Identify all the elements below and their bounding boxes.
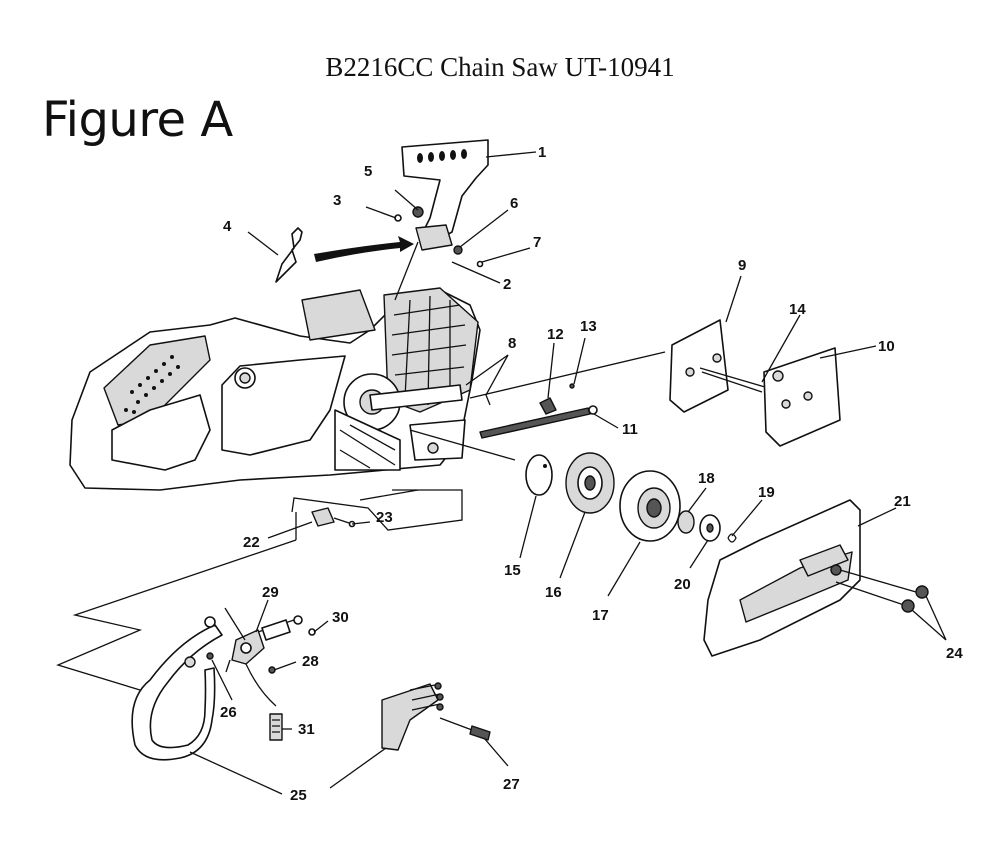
callout-8: 8 <box>508 335 516 352</box>
callout-28: 28 <box>302 653 319 670</box>
nut-24b <box>901 599 915 613</box>
screw-27 <box>469 725 491 741</box>
saw-housing <box>69 287 481 491</box>
spring-clip-4 <box>275 227 303 283</box>
clutch-16 <box>565 452 615 514</box>
callout-23: 23 <box>376 509 393 526</box>
callout-19: 19 <box>758 484 775 501</box>
callout-6: 6 <box>510 195 518 212</box>
callout-22: 22 <box>243 534 260 551</box>
callout-numbers: 1 2 3 4 5 6 7 8 9 10 11 12 13 14 15 16 1… <box>220 144 963 804</box>
callout-25: 25 <box>290 787 307 804</box>
callout-17: 17 <box>592 607 609 624</box>
callout-5: 5 <box>364 163 372 180</box>
callout-9: 9 <box>738 257 746 274</box>
callout-27: 27 <box>503 776 520 793</box>
callout-24: 24 <box>946 645 963 662</box>
callout-1: 1 <box>538 144 546 161</box>
pin-26 <box>206 652 214 660</box>
assembly-29 <box>225 615 303 673</box>
callout-30: 30 <box>332 609 349 626</box>
clutch-drum-17 <box>619 470 681 542</box>
loop-25 <box>131 616 223 761</box>
callout-26: 26 <box>220 704 237 721</box>
callout-7: 7 <box>533 234 541 251</box>
callout-12: 12 <box>547 326 564 343</box>
callout-16: 16 <box>545 584 562 601</box>
diagram-title: B2216CC Chain Saw UT-10941 <box>325 52 675 82</box>
callout-20: 20 <box>674 576 691 593</box>
front-hand-guard <box>401 139 489 251</box>
bracket-27-assembly <box>381 682 444 751</box>
bearing-18 <box>677 510 695 534</box>
callout-14: 14 <box>789 301 806 318</box>
callout-10: 10 <box>878 338 895 355</box>
nut-24a <box>915 585 929 599</box>
figure-label: Figure A <box>42 92 233 148</box>
vent-grid <box>124 355 180 414</box>
callout-29: 29 <box>262 584 279 601</box>
nut-5 <box>412 206 424 218</box>
callout-15: 15 <box>504 562 521 579</box>
washer-7 <box>476 260 484 268</box>
label-31 <box>269 713 283 741</box>
callout-2: 2 <box>503 276 511 293</box>
callout-11: 11 <box>622 421 638 438</box>
callout-3: 3 <box>333 192 341 209</box>
bar-stud-11 <box>479 407 591 439</box>
clip-19 <box>727 533 737 543</box>
assembly-guide-lines <box>56 241 666 691</box>
leader-lines <box>189 151 947 795</box>
callout-21: 21 <box>894 493 911 510</box>
washer-15 <box>525 454 553 496</box>
pin-13 <box>569 383 575 389</box>
bushing-6 <box>453 245 463 255</box>
callout-4: 4 <box>223 218 232 235</box>
bracket-22 <box>311 507 335 527</box>
plate-10 <box>763 347 841 447</box>
sprocket-cover-21 <box>703 499 861 657</box>
plate-9 <box>669 319 729 413</box>
callout-18: 18 <box>698 470 715 487</box>
assembly-arrow <box>314 236 414 262</box>
callout-13: 13 <box>580 318 597 335</box>
callout-31: 31 <box>298 721 315 738</box>
bolt-12 <box>539 397 557 415</box>
